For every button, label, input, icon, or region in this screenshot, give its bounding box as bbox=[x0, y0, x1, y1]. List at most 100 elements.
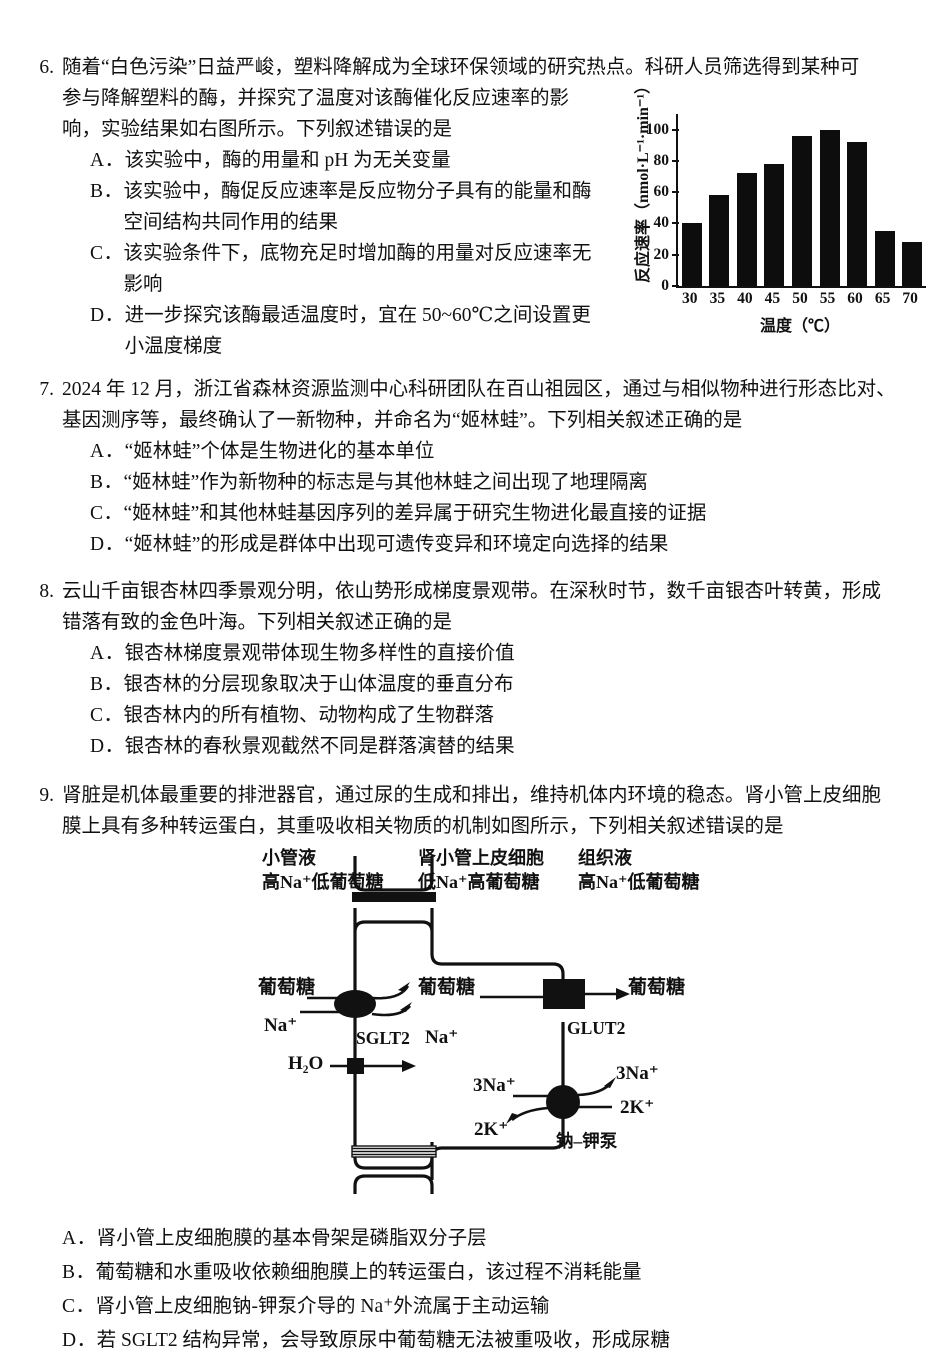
question-6-body: 随着“白色污染”日益严峻，塑料降解成为全球环保领域的研究热点。科研人员筛选得到某… bbox=[62, 52, 922, 362]
question-8-stem-line: 错落有致的金色叶海。下列相关叙述正确的是 bbox=[62, 612, 453, 633]
option-label: C． bbox=[90, 705, 124, 726]
question-6-number: 6. bbox=[39, 57, 54, 78]
sodium-potassium-pump-icon bbox=[546, 1085, 580, 1119]
label-3na-cytosol: 3Na⁺ bbox=[473, 1075, 516, 1096]
glucose-out-arrowhead bbox=[616, 988, 630, 1000]
option-label: B． bbox=[90, 674, 124, 695]
option-label: A． bbox=[90, 643, 125, 664]
chart-bar bbox=[902, 242, 923, 286]
option-text: 该实验中，酶促反应速率是反应物分子具有的能量和酶 空间结构共同作用的结果 bbox=[124, 176, 922, 238]
question-7-option-d[interactable]: D． “姬林蛙”的形成是群体中出现可遗传变异和环境定向选择的结果 bbox=[62, 529, 928, 560]
compartment-label-interstitium: 组织液 bbox=[578, 848, 632, 868]
question-7-option-a[interactable]: A． “姬林蛙”个体是生物进化的基本单位 bbox=[62, 436, 928, 467]
question-9-option-d[interactable]: D． 若 SGLT2 结构异常，会导致原尿中葡萄糖无法被重吸收，形成尿糖 bbox=[54, 1324, 928, 1358]
tight-junction-bottom bbox=[351, 1145, 437, 1158]
option-label: B． bbox=[90, 181, 124, 202]
chart-bar bbox=[847, 142, 868, 286]
label-sodium-cytosol: Na⁺ bbox=[425, 1027, 459, 1048]
chart-x-axis-title: 温度（℃） bbox=[759, 318, 840, 335]
label-glut2: GLUT2 bbox=[567, 1018, 626, 1038]
chart-bar-slot bbox=[734, 114, 760, 286]
question-8-option-c[interactable]: C． 银杏林内的所有植物、动物构成了生物群落 bbox=[62, 700, 928, 731]
option-label: B． bbox=[62, 1262, 96, 1283]
chart-ytick: 80 bbox=[635, 152, 678, 170]
chart-bar bbox=[791, 135, 812, 286]
option-line: 影响 bbox=[123, 274, 163, 295]
chart-plot-area: 0 20 40 60 80 100 bbox=[646, 114, 926, 294]
question-8-option-a[interactable]: A． 银杏林梯度景观带体现生物多样性的直接价值 bbox=[62, 638, 928, 669]
compartment-label-tubule-lumen: 小管液 bbox=[262, 848, 316, 868]
upper-cell-outline bbox=[353, 856, 434, 892]
label-2k-cytosol: 2K⁺ bbox=[474, 1119, 509, 1140]
question-9-number: 9. bbox=[39, 785, 54, 806]
option-text: 银杏林梯度景观带体现生物多样性的直接价值 bbox=[124, 643, 515, 664]
question-7-stem-line: 2024 年 12 月，浙江省森林资源监测中心科研团队在百山祖园区，通过与相似物… bbox=[62, 379, 896, 400]
question-6-option-a[interactable]: A． 该实验中，酶的用量和 pH 为无关变量 bbox=[62, 145, 922, 176]
option-label: D． bbox=[90, 305, 125, 326]
compartment-sub-tubule-lumen: 高Na⁺低葡萄糖 bbox=[262, 872, 384, 892]
option-text: 葡萄糖和水重吸收依赖细胞膜上的转运蛋白，该过程不消耗能量 bbox=[95, 1262, 642, 1283]
question-8-option-b[interactable]: B． 银杏林的分层现象取决于山体温度的垂直分布 bbox=[62, 669, 928, 700]
chart-bar-slot bbox=[899, 114, 925, 286]
lower-cell-outline bbox=[353, 1174, 434, 1194]
compartment-label-epithelial-cell: 肾小管上皮细胞 bbox=[418, 848, 544, 868]
question-9-option-a[interactable]: A． 肾小管上皮细胞膜的基本骨架是磷脂双分子层 bbox=[54, 1222, 928, 1256]
question-7-body: 2024 年 12 月，浙江省森林资源监测中心科研团队在百山祖园区，通过与相似物… bbox=[62, 374, 928, 560]
option-text: 该实验中，酶的用量和 pH 为无关变量 bbox=[124, 150, 451, 171]
chart-bar-slot bbox=[761, 114, 787, 286]
option-label: A． bbox=[90, 441, 125, 462]
chart-bar bbox=[681, 223, 702, 286]
question-6-stem-line: 参与降解塑料的酶，并探究了温度对该酶催化反应速率的影 bbox=[62, 88, 570, 109]
question-8: 8. 云山千亩银杏林四季景观分明，依山势形成梯度景观带。在深秋时节，数千亩银杏叶… bbox=[0, 560, 950, 762]
question-7-option-c[interactable]: C． “姬林蛙”和其他林蛙基因序列的差异属于研究生物进化最直接的证据 bbox=[62, 498, 928, 529]
label-glucose-lumen: 葡萄糖 bbox=[258, 977, 316, 998]
chart-bars bbox=[678, 114, 926, 286]
question-8-option-d[interactable]: D． 银杏林的春秋景观截然不同是群落演替的结果 bbox=[62, 731, 928, 762]
chart-ytick: 60 bbox=[635, 183, 678, 201]
chart-bar bbox=[874, 231, 895, 286]
option-text: 肾小管上皮细胞钠-钾泵介导的 Na⁺外流属于主动运输 bbox=[95, 1296, 550, 1317]
chart-x-tick: 35 bbox=[709, 290, 726, 307]
question-8-number: 8. bbox=[39, 581, 54, 602]
chart-bar-slot bbox=[817, 114, 843, 286]
question-6-option-c[interactable]: C． 该实验条件下，底物充足时增加酶的用量对反应速率无 影响 bbox=[62, 238, 922, 300]
question-6: 6. 随着“白色污染”日益严峻，塑料降解成为全球环保领域的研究热点。科研人员筛选… bbox=[0, 0, 950, 362]
enzyme-rate-bar-chart: 反应速率（nmol·L⁻¹·min⁻¹） 0 20 40 60 80 100 3… bbox=[598, 78, 938, 335]
chart-x-tick: 55 bbox=[819, 290, 836, 307]
label-sodium-lumen: Na⁺ bbox=[264, 1015, 298, 1036]
option-label: D． bbox=[90, 534, 125, 555]
chart-bar-slot bbox=[844, 114, 870, 286]
question-9-option-b[interactable]: B． 葡萄糖和水重吸收依赖细胞膜上的转运蛋白，该过程不消耗能量 bbox=[54, 1256, 928, 1290]
label-2k-interstitium: 2K⁺ bbox=[620, 1097, 655, 1118]
question-6-option-b[interactable]: B． 该实验中，酶促反应速率是反应物分子具有的能量和酶 空间结构共同作用的结果 bbox=[62, 176, 922, 238]
option-label: C． bbox=[62, 1296, 96, 1317]
label-sodium-potassium-pump: 钠–钾泵 bbox=[556, 1131, 618, 1151]
chart-bar-slot bbox=[706, 114, 732, 286]
glucose-cyto-arrowhead bbox=[398, 982, 410, 992]
water-out-arrowhead bbox=[402, 1060, 416, 1072]
question-9-options: A． 肾小管上皮细胞膜的基本骨架是磷脂双分子层 B． 葡萄糖和水重吸收依赖细胞膜… bbox=[0, 1214, 950, 1358]
option-label: B． bbox=[90, 472, 124, 493]
chart-bar bbox=[709, 195, 730, 286]
glut2-transporter-icon bbox=[543, 979, 585, 1009]
option-text: 银杏林的春秋景观截然不同是群落演替的结果 bbox=[124, 736, 515, 757]
question-9: 9. 肾脏是机体最重要的排泄器官，通过尿的生成和排出，维持机体内环境的稳态。肾小… bbox=[0, 762, 950, 842]
question-9-option-c[interactable]: C． 肾小管上皮细胞钠-钾泵介导的 Na⁺外流属于主动运输 bbox=[54, 1290, 928, 1324]
label-glucose-cytosol: 葡萄糖 bbox=[418, 977, 476, 998]
tight-junction-top bbox=[352, 892, 436, 902]
question-8-body: 云山千亩银杏林四季景观分明，依山势形成梯度景观带。在深秋时节，数千亩银杏叶转黄，… bbox=[62, 576, 928, 762]
chart-bar-slot bbox=[789, 114, 815, 286]
label-3na-interstitium: 3Na⁺ bbox=[616, 1063, 659, 1084]
question-8-stem-line: 云山千亩银杏林四季景观分明，依山势形成梯度景观带。在深秋时节，数千亩银杏叶转黄，… bbox=[62, 581, 882, 602]
cell-top-right-outline bbox=[430, 932, 565, 1008]
question-7-stem-line: 基因测序等，最终确认了一新物种，并命名为“姬林蛙”。下列相关叙述正确的是 bbox=[62, 410, 743, 431]
option-text: “姬林蛙”的形成是群体中出现可遗传变异和环境定向选择的结果 bbox=[124, 534, 669, 555]
chart-bar bbox=[819, 129, 840, 286]
question-6-option-d[interactable]: D． 进一步探究该酶最适温度时，宜在 50~60℃之间设置更 小温度梯度 bbox=[62, 300, 922, 362]
question-7-option-b[interactable]: B． “姬林蛙”作为新物种的标志是与其他林蛙之间出现了地理隔离 bbox=[62, 467, 928, 498]
option-line: 小温度梯度 bbox=[124, 336, 223, 357]
option-text: 肾小管上皮细胞膜的基本骨架是磷脂双分子层 bbox=[96, 1228, 487, 1249]
chart-bar-slot bbox=[872, 114, 898, 286]
na3-out-arrowhead bbox=[604, 1077, 616, 1088]
